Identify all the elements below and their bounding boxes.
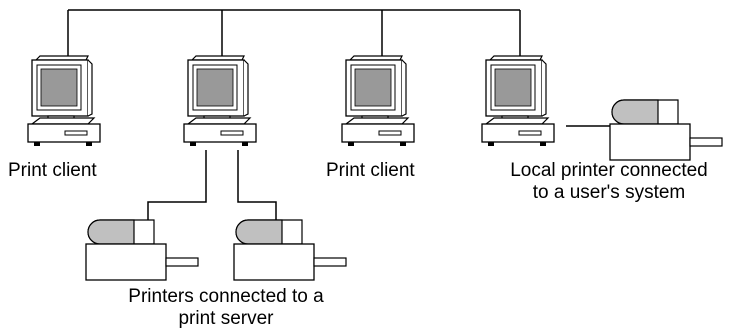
print-server-printers-label: Printers connected to a print server: [96, 286, 356, 330]
print-client-label: Print client: [8, 160, 97, 182]
print-server-printers-label-line-2: print server: [178, 308, 274, 329]
local-printer-label-line-1: Local printer connected: [510, 160, 708, 181]
print-server-printers-label-line-1: Printers connected to a: [128, 286, 324, 307]
computer-icon: [481, 55, 555, 147]
print-client-label: Print client: [326, 160, 415, 182]
print-client-label-text: Print client: [326, 160, 415, 181]
computer-icon: [27, 55, 101, 147]
printer-icon: [609, 99, 723, 161]
print-client-label-text: Print client: [8, 160, 97, 181]
printer-icon: [233, 219, 347, 281]
printer-links: [147, 150, 277, 226]
local-printer-label: Local printer connected to a user's syst…: [482, 160, 735, 204]
network-bus: [67, 9, 521, 58]
printer-icon: [85, 219, 199, 281]
computer-icon: [341, 55, 415, 147]
computer-icon: [183, 55, 257, 147]
local-printer-label-line-2: to a user's system: [532, 182, 686, 203]
